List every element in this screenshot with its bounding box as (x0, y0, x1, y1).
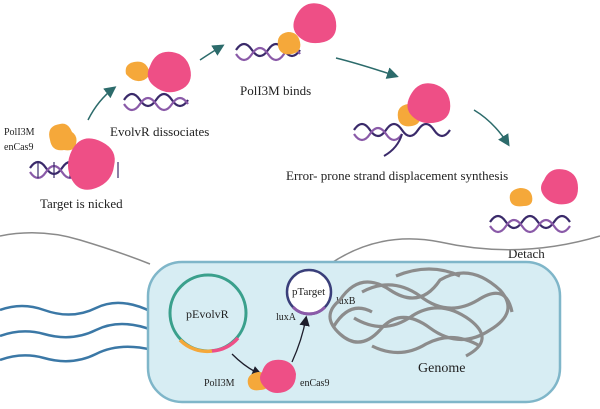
poli3m-protein-3 (277, 32, 301, 55)
label-poli3m-cell: PolI3M (204, 378, 235, 389)
evolvr-protein-cell: PolI3M enCas9 (204, 359, 329, 393)
dna-target-5 (489, 214, 571, 234)
plasmid-ptarget: pTarget (285, 268, 333, 316)
encas9-protein-2 (147, 51, 191, 93)
encas9-protein-5 (541, 169, 578, 205)
dna-target-2 (123, 92, 189, 112)
flagella (0, 301, 153, 363)
step-label-poli3m-binds: PolI3M binds (240, 83, 311, 98)
label-luxb: luxB (336, 296, 356, 307)
step-target-nicked: PolI3M enCas9 Target is nicked (4, 123, 123, 211)
arrow-step-4 (473, 109, 510, 147)
poli3m-protein-2 (125, 61, 150, 82)
arrow-step-1 (87, 86, 117, 121)
encas9-protein-4 (407, 83, 451, 124)
arrow-to-ptarget (291, 315, 310, 363)
step-label-target-nicked: Target is nicked (40, 196, 123, 211)
poli3m-protein-5 (509, 188, 533, 207)
poli3m-protein-1 (49, 123, 77, 151)
step-error-prone: Error- prone strand displacement synthes… (286, 83, 508, 183)
label-luxa: luxA (276, 312, 297, 323)
step-poli3m-binds: PolI3M binds (235, 3, 337, 98)
arrow-step-2 (199, 44, 225, 61)
label-pevolvr: pEvolvR (186, 307, 229, 321)
membrane-outer-line (0, 232, 600, 265)
step-label-evolvr-dissociates: EvolvR dissociates (110, 124, 209, 139)
encas9-protein-3 (293, 3, 337, 44)
arrow-step-3 (335, 57, 399, 79)
label-ptarget: pTarget (292, 286, 325, 298)
step-label-error-prone: Error- prone strand displacement synthes… (286, 168, 508, 183)
label-poli3m-1: PolI3M (4, 127, 35, 138)
genome-tangle (328, 267, 514, 358)
plasmid-pevolvr: pEvolvR (168, 273, 248, 354)
encas9-protein-1 (68, 138, 115, 190)
label-encas9-cell: enCas9 (300, 378, 329, 389)
step-evolvr-dissociates: EvolvR dissociates (110, 51, 209, 139)
label-genome: Genome (418, 361, 465, 376)
label-encas9-1: enCas9 (4, 142, 33, 153)
dna-target-4 (353, 122, 451, 157)
